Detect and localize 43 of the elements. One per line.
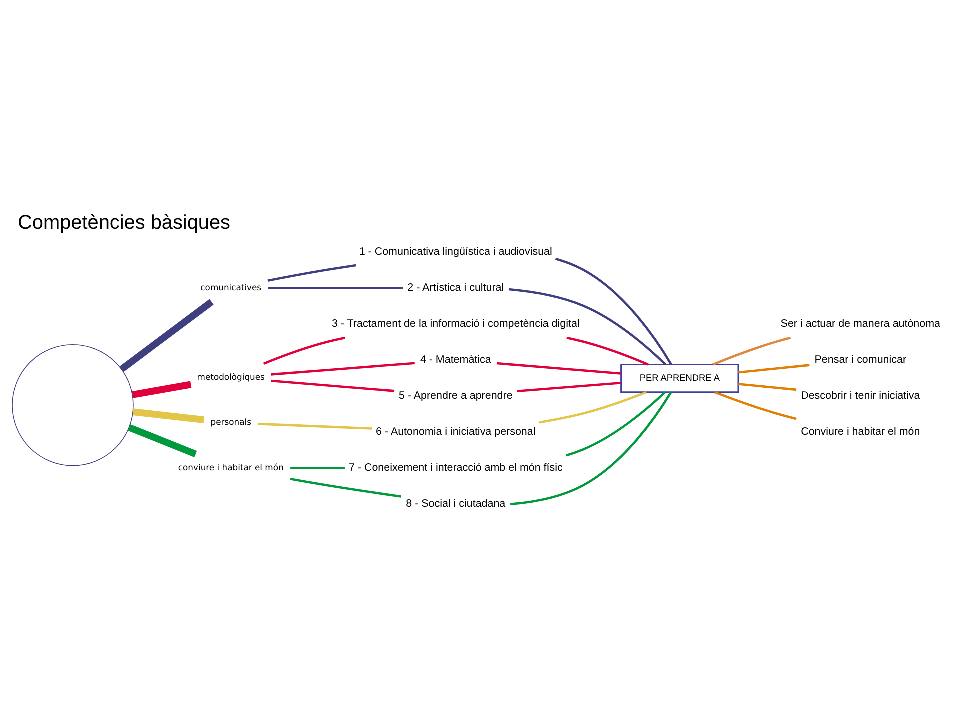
node-text: personals <box>210 416 252 427</box>
node-text: 1 - Comunicativa lingüística i audiovisual <box>359 246 552 258</box>
node-text: Conviure i habitar el món <box>801 425 920 438</box>
connector <box>132 408 204 423</box>
connector <box>555 257 672 365</box>
connector <box>120 298 214 372</box>
connector <box>539 390 647 424</box>
connector <box>738 382 797 391</box>
connector <box>496 362 622 374</box>
node-text: Ser i actuar de manera autònoma <box>780 318 941 330</box>
connector <box>268 264 356 282</box>
connector <box>270 379 395 392</box>
node-text: 7 - Coneixement i interacció amb el món físic <box>348 461 563 474</box>
node-text: Pensar i comunicar <box>814 354 907 366</box>
connector <box>517 382 622 392</box>
connector <box>566 391 666 456</box>
connector <box>263 336 346 364</box>
diagram-title: Competències bàsiques <box>18 212 231 234</box>
node-box: PER APRENDRE A <box>620 364 740 393</box>
node-circle <box>12 344 134 466</box>
connector <box>714 390 797 420</box>
connector <box>132 380 192 398</box>
node-text: metodològiques <box>197 371 265 382</box>
node-text: conviure i habitar el món <box>178 462 284 472</box>
connector <box>290 466 346 469</box>
node-text: 6 - Autonomia i iniciativa personal <box>376 425 536 438</box>
connector <box>738 364 810 374</box>
node-text: 2 - Artística i cultural <box>408 282 504 294</box>
node-text: 3 - Tractament de la informació i competència digital <box>332 318 580 330</box>
node-text: Descobrir i tenir iniciativa <box>801 390 920 402</box>
node-text: 8 - Social i ciutadana <box>406 497 506 510</box>
connector <box>270 362 415 376</box>
connector <box>566 336 649 366</box>
connector <box>290 478 402 498</box>
connector <box>510 391 672 506</box>
node-text: 4 - Matemàtica <box>420 354 492 366</box>
connector <box>128 424 198 458</box>
connector <box>268 286 404 289</box>
node-text: comunicatives <box>200 282 262 292</box>
node-text: 5 - Aprendre a aprendre <box>398 390 513 402</box>
connector <box>508 288 666 365</box>
connector <box>258 422 372 430</box>
connector <box>712 336 792 366</box>
